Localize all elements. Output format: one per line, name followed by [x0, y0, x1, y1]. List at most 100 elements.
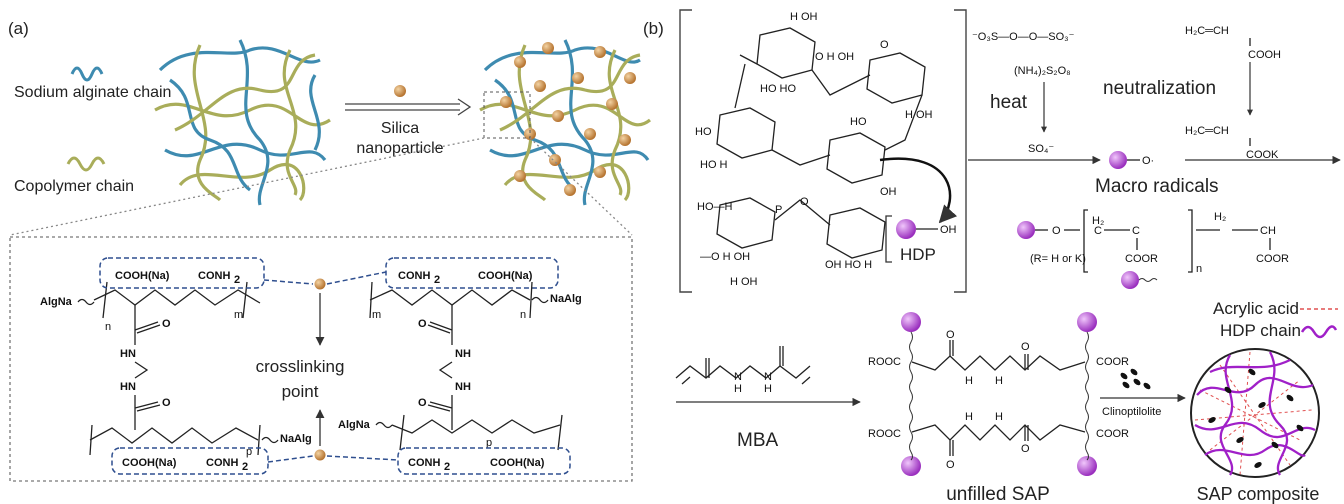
svg-text:OH HO H: OH HO H [825, 259, 872, 271]
cooh-ur: COOH(Na) [478, 270, 533, 282]
hdp-label: HDP [900, 245, 936, 264]
mba-label: MBA [737, 430, 779, 451]
acrylate-cook: COOK [1246, 149, 1279, 161]
alginate-chain-icon [70, 66, 104, 82]
carboxyl-box-lr [397, 447, 571, 475]
conh2-ul-sub: 2 [234, 274, 240, 286]
svg-text:H₂: H₂ [1092, 215, 1104, 227]
algna-lower-right: AlgNa [338, 419, 371, 431]
mba-nh2: H [764, 383, 772, 395]
zoom-line-left [9, 137, 485, 236]
conh2-lr: CONH [408, 457, 440, 469]
svg-text:HO HO: HO HO [760, 83, 797, 95]
r-definition: (R= H or K) [1030, 253, 1086, 265]
o-upper-right: O [418, 318, 427, 330]
clinoptilolite-particles [1120, 368, 1151, 390]
n-upper-right: n [520, 309, 526, 321]
hdp-atom-labels: H OH O H OH HO HO O H OH HO HO H HO OH H… [695, 11, 933, 288]
svg-text:H₂: H₂ [1214, 211, 1226, 223]
mba-structure [675, 346, 811, 385]
acrylic-legend-text: Acrylic acid [1213, 299, 1299, 318]
sap-sphere-tr-icon [1077, 312, 1097, 332]
svg-text:O: O [880, 39, 889, 51]
hdp-sphere-icon [896, 219, 916, 239]
svg-text:n: n [1196, 263, 1202, 275]
svg-text:HO: HO [695, 126, 712, 138]
svg-text:HO—H: HO—H [697, 201, 733, 213]
naalg-upper-right: NaAlg [550, 293, 582, 305]
carboxyl-box-ll [111, 447, 269, 475]
algna-upper-left: AlgNa [40, 296, 73, 308]
conh2-ur: CONH [398, 270, 430, 282]
svg-text:—O H OH: —O H OH [700, 251, 750, 263]
m-upper-left: m [234, 309, 243, 321]
acrylic-cooh: COOH [1248, 49, 1281, 61]
link-dashes-bottom [267, 455, 399, 463]
persulfate-formula: ⁻O₃S—O—O—SO₃⁻ [972, 31, 1075, 43]
svg-text:O: O [946, 459, 955, 471]
macro-radicals-label: Macro radicals [1095, 176, 1219, 197]
crosslink-scheme-box [9, 236, 633, 482]
sap-sphere-bl-icon [901, 456, 921, 476]
panel-b-label: (b) [643, 19, 664, 38]
conh2-ul: CONH [198, 270, 230, 282]
rooc-bottom: ROOC [868, 428, 901, 440]
svg-text:COOR: COOR [1125, 253, 1158, 265]
svg-text:O: O [1052, 225, 1061, 237]
aps-formula: (NH₄)₂S₂O₈ [1014, 65, 1071, 77]
clinoptilolite-label: Clinoptilolite [1102, 406, 1161, 418]
svg-text:O: O [1021, 443, 1030, 455]
mba-n2: N [764, 371, 772, 383]
polymer-sphere-pendant-icon [1121, 271, 1139, 289]
cooh-lr: COOH(Na) [490, 457, 545, 469]
alginate-legend-text: Sodium alginate chain [14, 84, 171, 101]
svg-text:O H OH: O H OH [815, 51, 854, 63]
rooc-top: ROOC [868, 356, 901, 368]
naalg-lower-left: NaAlg [280, 433, 312, 445]
bracket-right [954, 9, 967, 293]
svg-text:C: C [1132, 225, 1140, 237]
p-lower-right: p [486, 437, 492, 449]
carboxyl-box-ul [99, 257, 265, 289]
zoom-region-box [483, 91, 531, 139]
svg-text:O: O [946, 329, 955, 341]
o-upper-left: O [162, 318, 171, 330]
copolymer-legend: Copolymer chain [14, 156, 134, 195]
hdp-structure [716, 27, 926, 259]
copolymer-chain-icon [66, 156, 106, 172]
svg-text:H OH: H OH [905, 109, 933, 121]
svg-text:O: O [1021, 341, 1030, 353]
coor-bottom: COOR [1096, 428, 1129, 440]
acrylate-alkene: H₂C═CH [1185, 125, 1229, 137]
crosslink-particle-bottom [314, 449, 326, 461]
nh-lower: NH [455, 381, 471, 393]
nh-upper: NH [455, 348, 471, 360]
panel-b: (b) H OH O H OH HO HO O H OH HO HO H HO … [643, 9, 1341, 504]
silica-arrowhead [457, 98, 472, 116]
copolymer-legend-text: Copolymer chain [14, 178, 134, 195]
svg-text:HO: HO [850, 116, 867, 128]
acrylic-alkene: H₂C═CH [1185, 25, 1229, 37]
conh2-ll-sub: 2 [242, 461, 248, 473]
svg-text:H: H [995, 411, 1003, 423]
svg-text:P: P [775, 204, 782, 216]
sap-sphere-tl-icon [901, 312, 921, 332]
alginate-legend: Sodium alginate chain [14, 66, 171, 101]
coor-top: COOR [1096, 356, 1129, 368]
svg-text:OH: OH [880, 186, 897, 198]
hdp-oh: OH [940, 224, 957, 236]
curved-arrow [879, 157, 958, 224]
cooh-ul: COOH(Na) [115, 270, 170, 282]
silica-label-line2: nanoparticle [356, 140, 443, 157]
hdp-chain-legend-text: HDP chain [1220, 321, 1301, 340]
svg-text:CH: CH [1260, 225, 1276, 237]
sap-composite-caption: SAP composite [1197, 484, 1320, 504]
silica-particle-icon [394, 85, 406, 97]
zoom-line-right [529, 137, 633, 236]
conh2-lr-sub: 2 [444, 461, 450, 473]
svg-text:HO H: HO H [700, 159, 728, 171]
p-lower-left: p [246, 446, 252, 458]
crosslinking-label: crosslinking [256, 357, 345, 376]
polymer-sphere-icon [1017, 221, 1035, 239]
